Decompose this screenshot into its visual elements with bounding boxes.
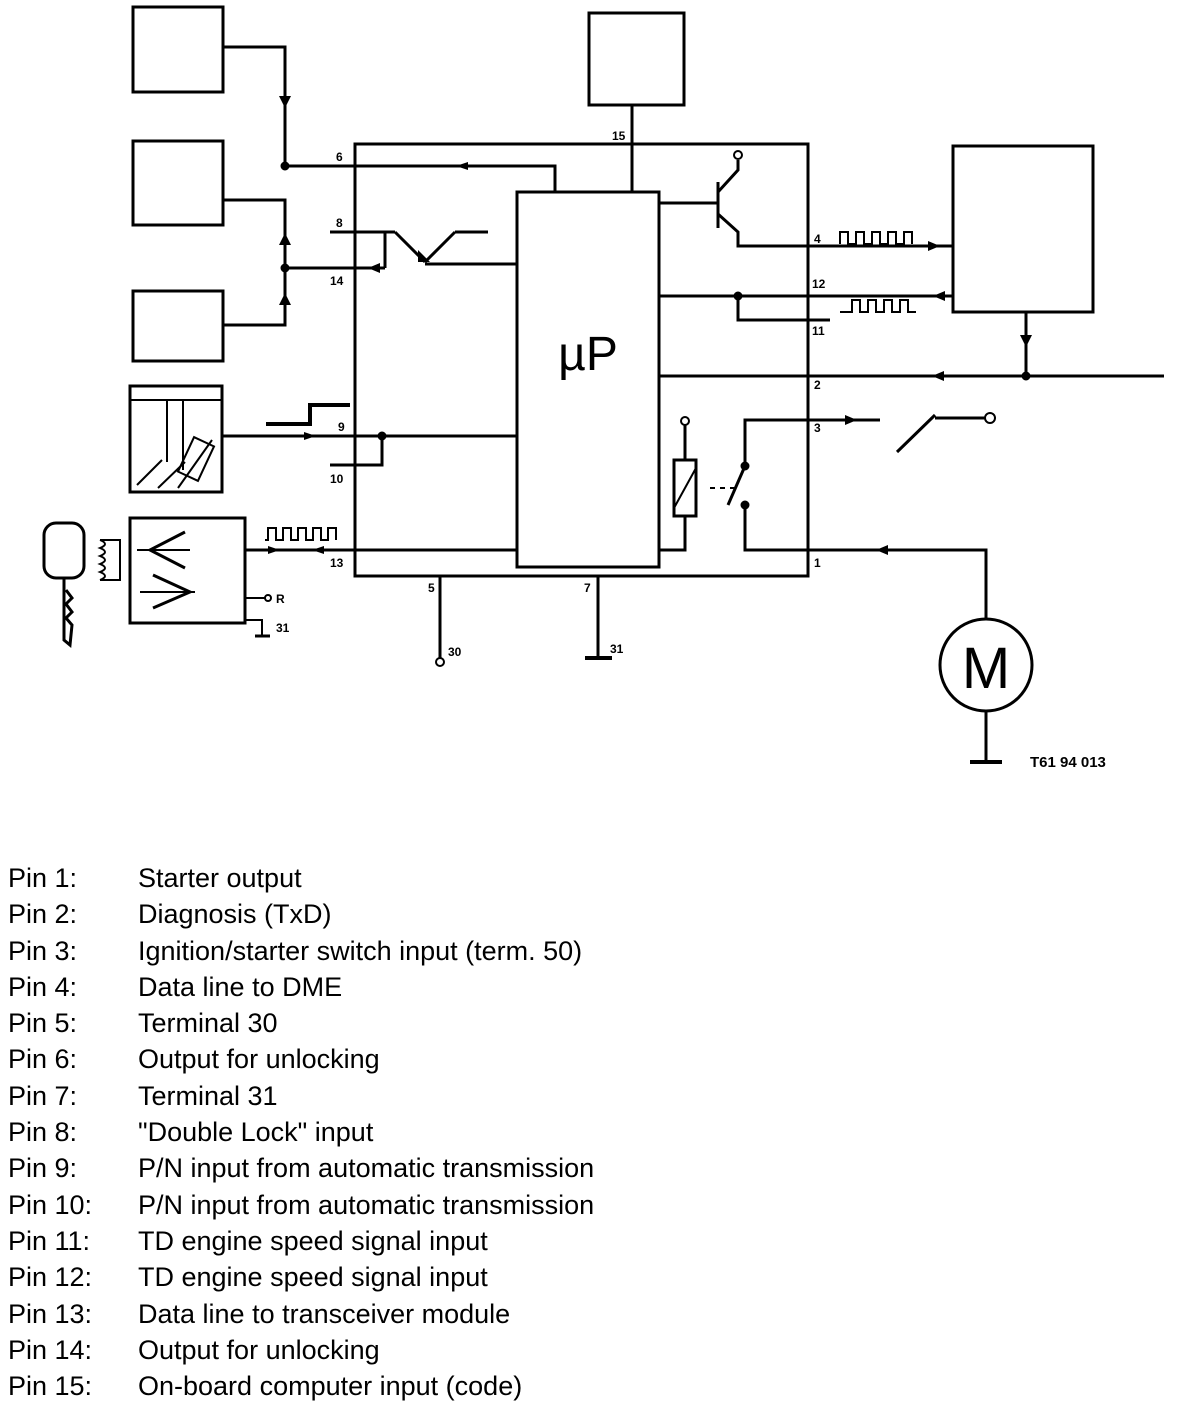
legend-pin: Pin 3:: [8, 935, 78, 966]
ground-label-pin7: 31: [610, 642, 624, 656]
legend-row: Pin 1: Starter output: [8, 862, 708, 898]
unlock-transistor: [330, 230, 517, 268]
legend-row: Pin 9: P/N input from automatic transmiss…: [8, 1152, 708, 1188]
legend-description: "Double Lock" input: [138, 1117, 374, 1148]
microprocessor-box: [515, 190, 661, 569]
legend-row: Pin 4: Data line to DME: [8, 971, 708, 1007]
legend-pin: Pin 15:: [8, 1371, 93, 1402]
supply-label: 30: [448, 645, 462, 659]
pin-number-10: 10: [330, 472, 344, 486]
pin-number-1: 1: [814, 556, 821, 570]
legend-pin: Pin 11:: [8, 1225, 91, 1256]
legend-row: Pin 6: Output for unlocking: [8, 1043, 708, 1079]
pin-number-8: 8: [336, 216, 343, 230]
legend-pin: Pin 6:: [8, 1044, 78, 1075]
input-box-bottom: [131, 289, 225, 363]
legend-row: Pin 11: TD engine speed signal input: [8, 1225, 708, 1261]
legend-pin: Pin 10:: [8, 1189, 93, 1220]
legend-row: Pin 13: Data line to transceiver module: [8, 1298, 708, 1334]
legend-description: Ignition/starter switch input (term. 50): [138, 935, 583, 966]
pin-number-12: 12: [812, 277, 826, 291]
pin-number-14: 14: [330, 274, 344, 288]
pin-number-3: 3: [814, 421, 821, 435]
legend-row: Pin 5: Terminal 30: [8, 1007, 708, 1043]
legend-description: On-board computer input (code): [138, 1371, 523, 1402]
circuit-diagram: µP R 31: [42, 5, 1164, 771]
legend-description: Starter output: [138, 863, 302, 893]
legend-pin: Pin 9:: [8, 1153, 78, 1184]
legend-pin: Pin 13:: [8, 1298, 93, 1329]
pin-number-7: 7: [584, 581, 591, 595]
legend-description: Terminal 31: [138, 1080, 278, 1111]
output-transistor: [659, 150, 953, 251]
legend-row: Pin 7: Terminal 31: [8, 1080, 708, 1116]
transceiver-box: [128, 516, 247, 625]
legend-pin: Pin 14:: [8, 1334, 93, 1365]
legend-pin: Pin 12:: [8, 1262, 93, 1293]
pin-number-5: 5: [428, 581, 435, 595]
legend-description: Output for unlocking: [138, 1334, 380, 1365]
onboard-computer-box: [587, 11, 686, 107]
legend-pin: Pin 5:: [8, 1008, 78, 1039]
input-box-top: [131, 5, 225, 94]
pin-number-11: 11: [812, 324, 825, 338]
key-icon: [42, 521, 86, 648]
motor-label: M: [962, 636, 1010, 701]
pin-number-9: 9: [338, 420, 345, 434]
legend-row: Pin 8: "Double Lock" input: [8, 1116, 708, 1152]
legend-pin: Pin 2:: [8, 899, 78, 930]
ecu-box: [353, 142, 810, 578]
legend-description: Terminal 30: [138, 1008, 278, 1039]
pin-number-6: 6: [336, 150, 343, 164]
legend-pin: Pin 1:: [8, 863, 78, 893]
diagram-reference: T61 94 013: [1030, 754, 1106, 771]
legend-description: Output for unlocking: [138, 1044, 380, 1075]
legend-row: Pin 10: P/N input from automatic transmis…: [8, 1189, 708, 1225]
input-box-middle: [131, 139, 225, 227]
legend-description: Data line to transceiver module: [138, 1298, 511, 1329]
dme-box: [951, 144, 1095, 314]
legend-pin: Pin 8:: [8, 1117, 78, 1148]
legend-row: Pin 12: TD engine speed signal input: [8, 1261, 708, 1297]
pin-legend: Pin 1: Starter output Pin 2: Diagnosis (Tx…: [8, 862, 708, 1406]
legend-pin: Pin 7:: [8, 1080, 78, 1111]
legend-row: Pin 15: On-board computer input (code): [8, 1370, 708, 1406]
transmission-selector: [128, 384, 224, 494]
pin-number-15: 15: [612, 129, 626, 143]
legend-row: Pin 14: Output for unlocking: [8, 1334, 708, 1370]
pin-number-4: 4: [814, 232, 821, 246]
pin-number-13: 13: [330, 556, 344, 570]
pin-number-2: 2: [814, 378, 821, 392]
legend-pin: Pin 4:: [8, 971, 78, 1002]
ground-label-transceiver: 31: [276, 621, 290, 635]
legend-description: P/N input from automatic transmission: [138, 1153, 595, 1184]
legend-description: P/N input from automatic transmission: [138, 1189, 595, 1220]
legend-description: Data line to DME: [138, 971, 343, 1002]
legend-row: Pin 3: Ignition/starter switch input (ter…: [8, 935, 708, 971]
legend-description: TD engine speed signal input: [138, 1225, 488, 1256]
transceiver-terminal-label: R: [276, 592, 285, 606]
coil-icon: [97, 539, 121, 581]
legend-description: Diagnosis (TxD): [138, 899, 332, 930]
microprocessor-label: µP: [558, 328, 618, 381]
legend-row: Pin 2: Diagnosis (TxD): [8, 898, 708, 934]
starter-relay: [659, 416, 750, 552]
legend-description: TD engine speed signal input: [138, 1262, 488, 1293]
